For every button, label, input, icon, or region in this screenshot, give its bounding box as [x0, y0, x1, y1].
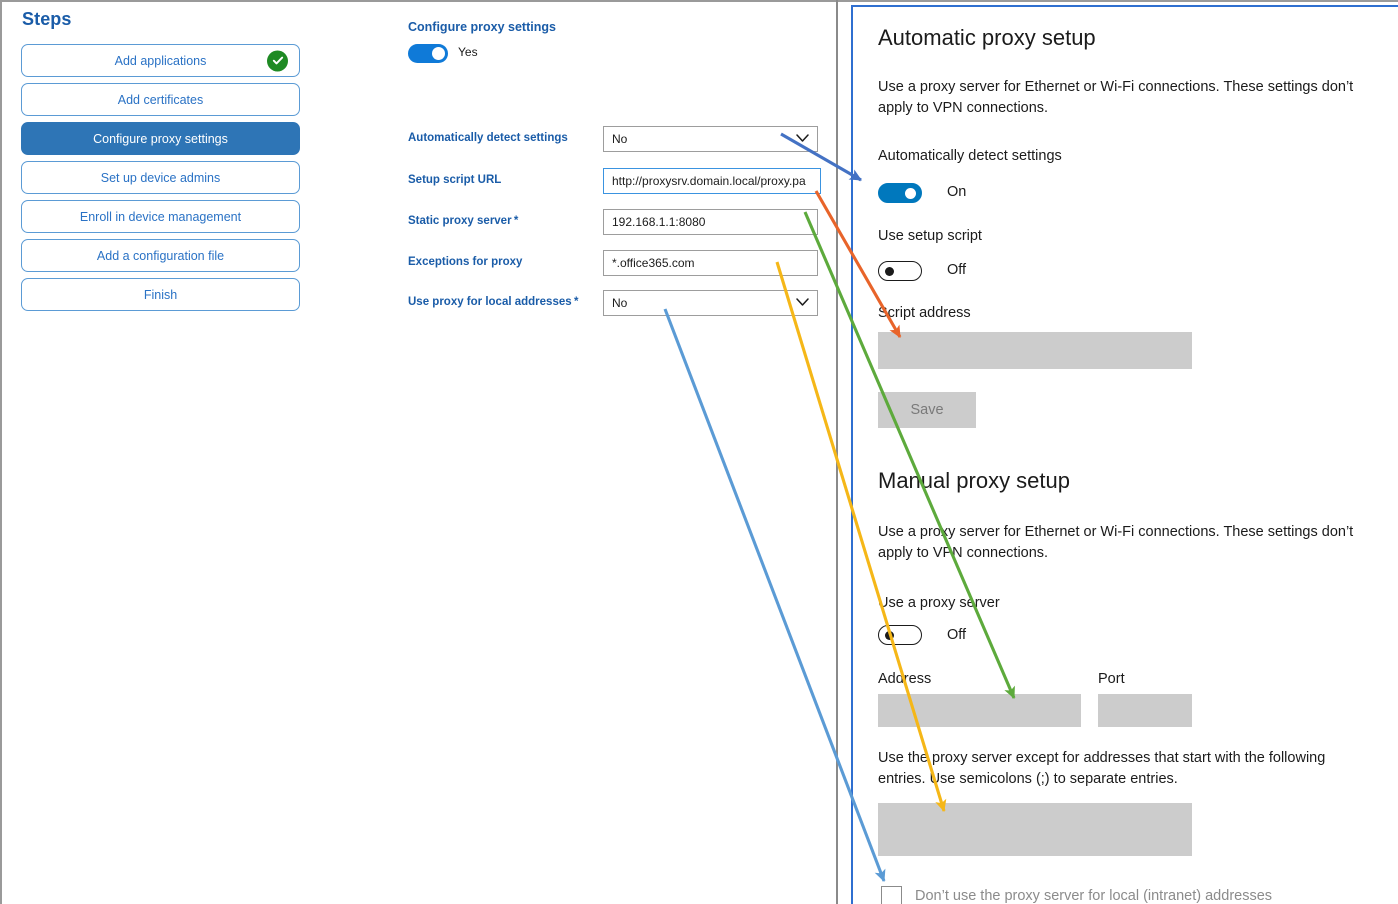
chevron-down-icon: [796, 296, 809, 310]
form-heading: Configure proxy settings: [408, 20, 556, 34]
field-label-text: Exceptions for proxy: [408, 256, 523, 268]
address-input[interactable]: [878, 694, 1081, 727]
step-item-add-a-configuration-file[interactable]: Add a configuration file: [21, 239, 300, 272]
field-static-proxy-server: Static proxy server * 192.168.1.1:8080: [408, 209, 836, 237]
pane-divider: [836, 0, 838, 904]
port-input[interactable]: [1098, 694, 1192, 727]
step-label: Add applications: [114, 53, 207, 68]
field-automatically-detect-settings: Automatically detect settings No: [408, 126, 836, 154]
manual-proxy-setup-description: Use a proxy server for Ethernet or Wi-Fi…: [878, 524, 1354, 561]
step-item-finish[interactable]: Finish: [21, 278, 300, 311]
field-setup-script-url: Setup script URL http://proxysrv.domain.…: [408, 168, 836, 196]
step-label: Add certificates: [117, 92, 204, 107]
step-item-set-up-device-admins[interactable]: Set up device admins: [21, 161, 300, 194]
steps-pane: Steps Add applications Add certificates …: [0, 0, 330, 904]
proxy-form-pane: Configure proxy settings Yes Automatical…: [338, 0, 836, 904]
step-label: Set up device admins: [100, 170, 221, 185]
select-value: No: [612, 132, 628, 146]
script-address-label: Script address: [878, 305, 971, 321]
step-label: Enroll in device management: [79, 209, 242, 224]
automatically-detect-settings-select[interactable]: No: [603, 126, 818, 152]
window-top-border: [0, 0, 1398, 2]
script-address-input[interactable]: [878, 332, 1192, 369]
field-label: Use proxy for local addresses *: [408, 296, 598, 308]
automatic-proxy-setup-heading: Automatic proxy setup: [878, 25, 1096, 50]
use-a-proxy-server-label: Use a proxy server: [878, 595, 1000, 611]
field-label-text: Use proxy for local addresses: [408, 296, 572, 308]
select-value: No: [612, 296, 628, 310]
address-label: Address: [878, 671, 932, 687]
toggle-knob: [432, 47, 445, 60]
exceptions-for-proxy-input[interactable]: *.office365.com: [603, 250, 818, 276]
manual-proxy-setup-heading: Manual proxy setup: [878, 468, 1070, 493]
input-value: *.office365.com: [612, 256, 695, 270]
toggle-knob: [885, 631, 894, 640]
field-label: Setup script URL: [408, 174, 598, 186]
field-label-text: Static proxy server: [408, 215, 512, 227]
automatic-proxy-setup-description: Use a proxy server for Ethernet or Wi-Fi…: [878, 79, 1354, 116]
toggle-knob: [905, 188, 916, 199]
step-item-add-applications[interactable]: Add applications: [21, 44, 300, 77]
field-label: Automatically detect settings: [408, 132, 598, 144]
check-circle-icon: [267, 50, 288, 71]
proxy-exceptions-description: Use the proxy server except for addresse…: [878, 750, 1326, 787]
automatically-detect-settings-toggle[interactable]: [878, 183, 922, 203]
field-use-proxy-for-local-addresses: Use proxy for local addresses * No: [408, 290, 836, 318]
configure-proxy-settings-toggle[interactable]: [408, 44, 448, 63]
proxy-exceptions-input[interactable]: [878, 803, 1192, 856]
required-marker: *: [511, 215, 519, 227]
required-marker: *: [571, 296, 579, 308]
field-exceptions-for-proxy: Exceptions for proxy *.office365.com: [408, 250, 836, 278]
automatically-detect-settings-label: Automatically detect settings: [878, 148, 1062, 164]
configure-proxy-settings-toggle-value: Yes: [458, 45, 478, 59]
field-label-text: Automatically detect settings: [408, 132, 568, 144]
bypass-local-addresses-label: Don’t use the proxy server for local (in…: [915, 888, 1273, 904]
steps-list: Add applications Add certificates Config…: [21, 44, 300, 317]
bypass-local-addresses-checkbox[interactable]: [881, 886, 902, 904]
input-value: http://proxysrv.domain.local/proxy.pa: [612, 174, 806, 188]
input-value: 192.168.1.1:8080: [612, 215, 706, 229]
field-label-text: Setup script URL: [408, 174, 502, 186]
use-proxy-for-local-addresses-select[interactable]: No: [603, 290, 818, 316]
toggle-knob: [885, 267, 894, 276]
automatically-detect-settings-toggle-state: On: [947, 184, 967, 200]
use-setup-script-label: Use setup script: [878, 228, 982, 244]
setup-script-url-input[interactable]: http://proxysrv.domain.local/proxy.pa: [603, 168, 821, 194]
save-button[interactable]: Save: [878, 392, 976, 428]
windows-proxy-settings-panel: Automatic proxy setup Use a proxy server…: [851, 5, 1398, 904]
field-label: Static proxy server *: [408, 215, 598, 227]
use-a-proxy-server-toggle[interactable]: [878, 625, 922, 645]
port-label: Port: [1098, 671, 1125, 687]
static-proxy-server-input[interactable]: 192.168.1.1:8080: [603, 209, 818, 235]
step-item-add-certificates[interactable]: Add certificates: [21, 83, 300, 116]
field-label: Exceptions for proxy: [408, 256, 598, 268]
chevron-down-icon: [796, 132, 809, 146]
use-a-proxy-server-toggle-state: Off: [947, 627, 967, 643]
use-setup-script-toggle-state: Off: [947, 262, 967, 278]
steps-title: Steps: [22, 9, 72, 29]
step-item-enroll-in-device-management[interactable]: Enroll in device management: [21, 200, 300, 233]
use-setup-script-toggle[interactable]: [878, 261, 922, 281]
step-label: Add a configuration file: [96, 248, 225, 263]
step-label: Finish: [143, 287, 178, 302]
step-label: Configure proxy settings: [93, 131, 228, 146]
window-left-border: [0, 0, 2, 904]
step-item-configure-proxy-settings[interactable]: Configure proxy settings: [21, 122, 300, 155]
